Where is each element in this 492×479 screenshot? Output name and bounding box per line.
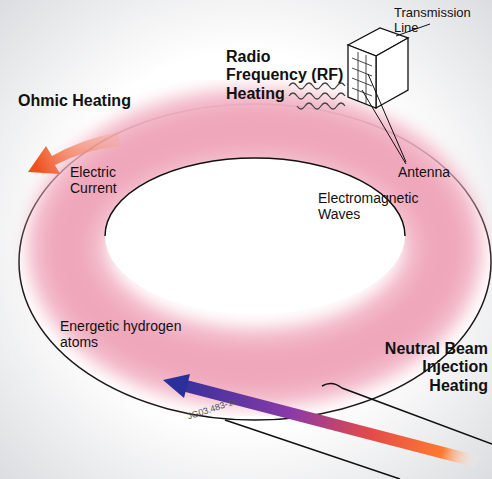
- part-label: Antenna: [398, 164, 468, 180]
- part-label: Transmission Line: [394, 6, 490, 36]
- em-wave: [289, 93, 345, 99]
- part-label: Electromagnetic Waves: [318, 190, 438, 222]
- antenna-face: [348, 45, 376, 108]
- em-wave: [297, 103, 345, 109]
- heading-label: Neutral Beam Injection Heating: [366, 340, 488, 395]
- neutral-beam: [186, 386, 490, 465]
- torus-outline: [19, 104, 491, 420]
- part-label: Energetic hydrogen atoms: [60, 318, 200, 350]
- torus-hole: [105, 158, 405, 314]
- heading-label: Ohmic Heating: [18, 92, 158, 110]
- heading-label: Radio Frequency (RF) Heating: [226, 48, 348, 103]
- part-label: Electric Current: [70, 164, 150, 196]
- transmission-line-side: [376, 38, 408, 108]
- antenna-grid: [352, 52, 372, 105]
- leader-line: [362, 74, 406, 164]
- beam-arrowhead: [163, 374, 190, 398]
- em-wave: [289, 83, 345, 89]
